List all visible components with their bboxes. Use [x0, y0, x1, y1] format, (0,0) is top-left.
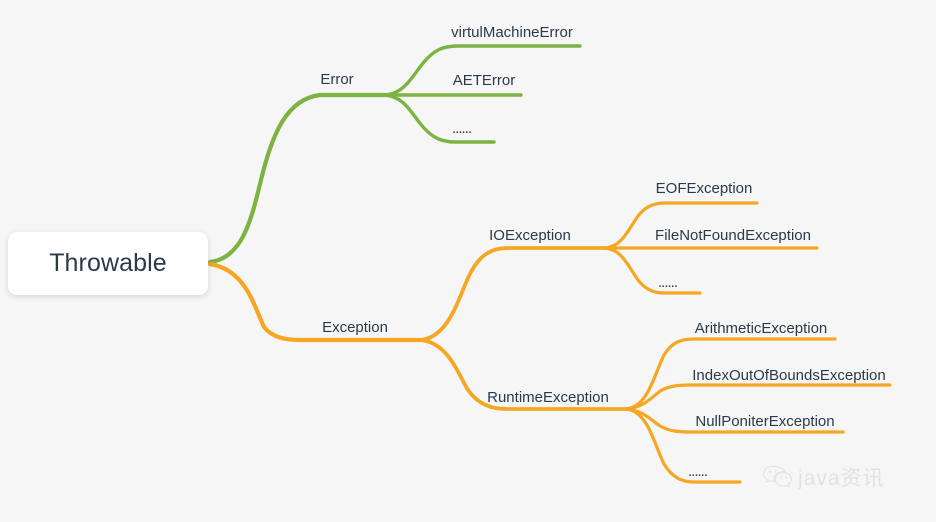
- branch-root-to-exception: [207, 261, 423, 343]
- node-label-error[interactable]: Error: [320, 71, 354, 88]
- node-label-exception[interactable]: Exception: [322, 319, 388, 336]
- node-label-ioexception-ellipsis[interactable]: ......: [658, 274, 678, 291]
- branch-ioexception-to-ellipsis: [602, 246, 702, 295]
- watermark-text: java资讯: [798, 467, 885, 490]
- branch-exception-to-runtimeexception: [418, 338, 628, 411]
- root-node-throwable[interactable]: Throwable: [8, 232, 208, 295]
- root-node-label: Throwable: [49, 249, 167, 277]
- node-label-arithmeticexception[interactable]: ArithmeticException: [694, 320, 828, 337]
- node-label-virtulmachineerror[interactable]: virtulMachineError: [451, 24, 573, 41]
- node-label-runtimeexception-ellipsis[interactable]: ......: [688, 463, 708, 480]
- node-label-ioexception[interactable]: IOException: [489, 227, 571, 244]
- node-label-filenotfoundexception[interactable]: FileNotFoundException: [655, 227, 811, 244]
- node-label-indexoutofboundsexception[interactable]: IndexOutOfBoundsException: [692, 367, 886, 384]
- branch-runtimeexception-to-arithmeticexception: [624, 337, 837, 411]
- watermark: java资讯: [762, 462, 885, 492]
- branch-error-to-virtulmachineerror: [382, 44, 582, 97]
- branch-runtimeexception-to-nullponiterexception: [624, 407, 845, 434]
- node-label-error-ellipsis[interactable]: ......: [452, 120, 472, 137]
- node-label-eofexception[interactable]: EOFException: [655, 180, 753, 197]
- branch-error-to-ellipsis: [382, 93, 496, 144]
- node-label-nullponiterexception[interactable]: NullPoniterException: [695, 413, 835, 430]
- wechat-icon: [763, 465, 792, 489]
- branch-root-to-error: [207, 92, 387, 265]
- node-label-runtimeexception[interactable]: RuntimeException: [487, 389, 609, 406]
- node-label-aeterror[interactable]: AETError: [452, 72, 516, 89]
- branch-runtimeexception-to-ellipsis: [624, 407, 742, 484]
- branch-ioexception-to-eofexception: [602, 201, 759, 250]
- branch-runtimeexception-to-indexoutofboundsexception: [624, 383, 892, 411]
- branch-exception-to-ioexception: [418, 246, 606, 342]
